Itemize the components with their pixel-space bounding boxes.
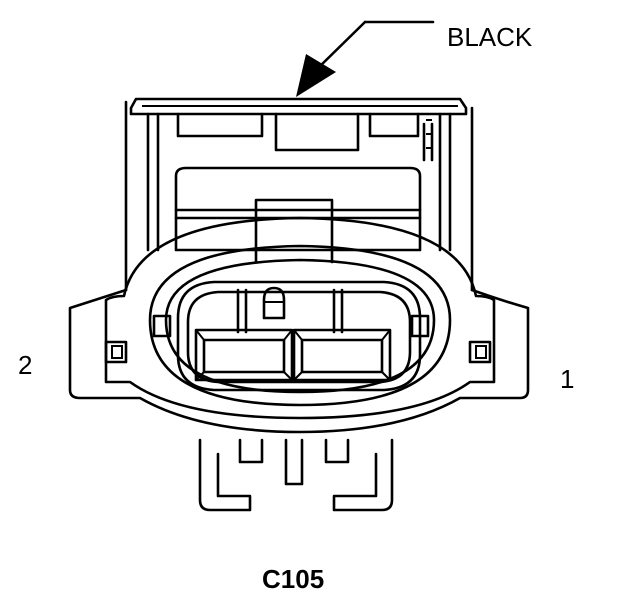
terminal-cavity — [152, 280, 430, 392]
outer-shell — [68, 100, 530, 434]
pin-number-right: 1 — [560, 364, 575, 394]
inner-housing — [148, 244, 452, 407]
top-latch — [129, 97, 468, 252]
wire-color-label: BLACK — [447, 22, 533, 52]
latch-body — [174, 166, 422, 264]
connector-id-label: C105 — [262, 564, 325, 594]
pin-number-left: 2 — [18, 350, 33, 380]
leader-arrow — [296, 20, 435, 97]
bottom-tab — [198, 438, 394, 512]
